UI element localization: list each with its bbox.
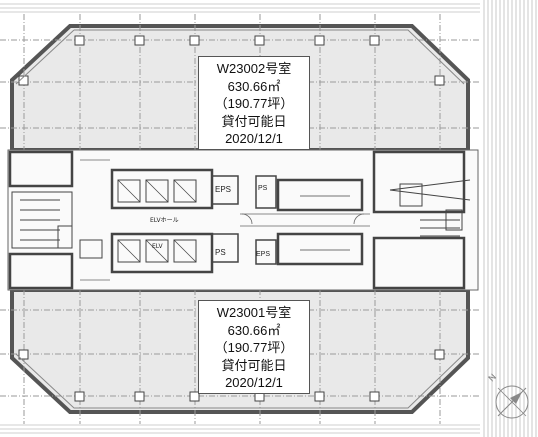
window-line — [15, 29, 465, 409]
top-tick-band — [0, 3, 480, 13]
columns — [18, 35, 445, 402]
room-label-bottom: W23001号室 630.66㎡ （190.77坪） 貸付可能日 2020/12… — [198, 300, 310, 394]
elv-label: ELV — [152, 243, 163, 250]
room-name: W23002号室 — [216, 61, 292, 76]
room-date: 2020/12/1 — [225, 375, 283, 390]
bottom-tick-band — [0, 424, 480, 434]
room-area: 630.66㎡ — [227, 78, 281, 94]
ps-right-label: PS — [258, 185, 268, 192]
eps-right-label: EPS — [256, 251, 270, 258]
room-label-top: W23002号室 630.66㎡ （190.77坪） 貸付可能日 2020/12… — [198, 56, 310, 150]
north-arrow-icon: N — [486, 372, 529, 419]
room-status: 貸付可能日 — [221, 113, 287, 129]
room-name: W23001号室 — [216, 305, 292, 320]
room-status: 貸付可能日 — [221, 357, 287, 373]
right-core-block — [372, 150, 471, 290]
room-area: 630.66㎡ — [227, 322, 281, 338]
core-band — [7, 149, 479, 291]
room-date: 2020/12/1 — [225, 131, 283, 146]
north-label: N — [486, 372, 498, 384]
ps-left-label: PS — [215, 248, 226, 257]
room-area-tsubo: （190.77坪） — [214, 340, 294, 355]
core-details — [80, 149, 478, 291]
elv-hall-label: ELVホール — [150, 217, 179, 224]
core-rooms — [276, 178, 364, 266]
eps-left-label: EPS — [215, 185, 231, 194]
left-core-block — [8, 150, 103, 290]
room-area-tsubo: （190.77坪） — [214, 96, 294, 111]
right-tick-band — [483, 0, 537, 437]
shafts — [211, 175, 277, 265]
